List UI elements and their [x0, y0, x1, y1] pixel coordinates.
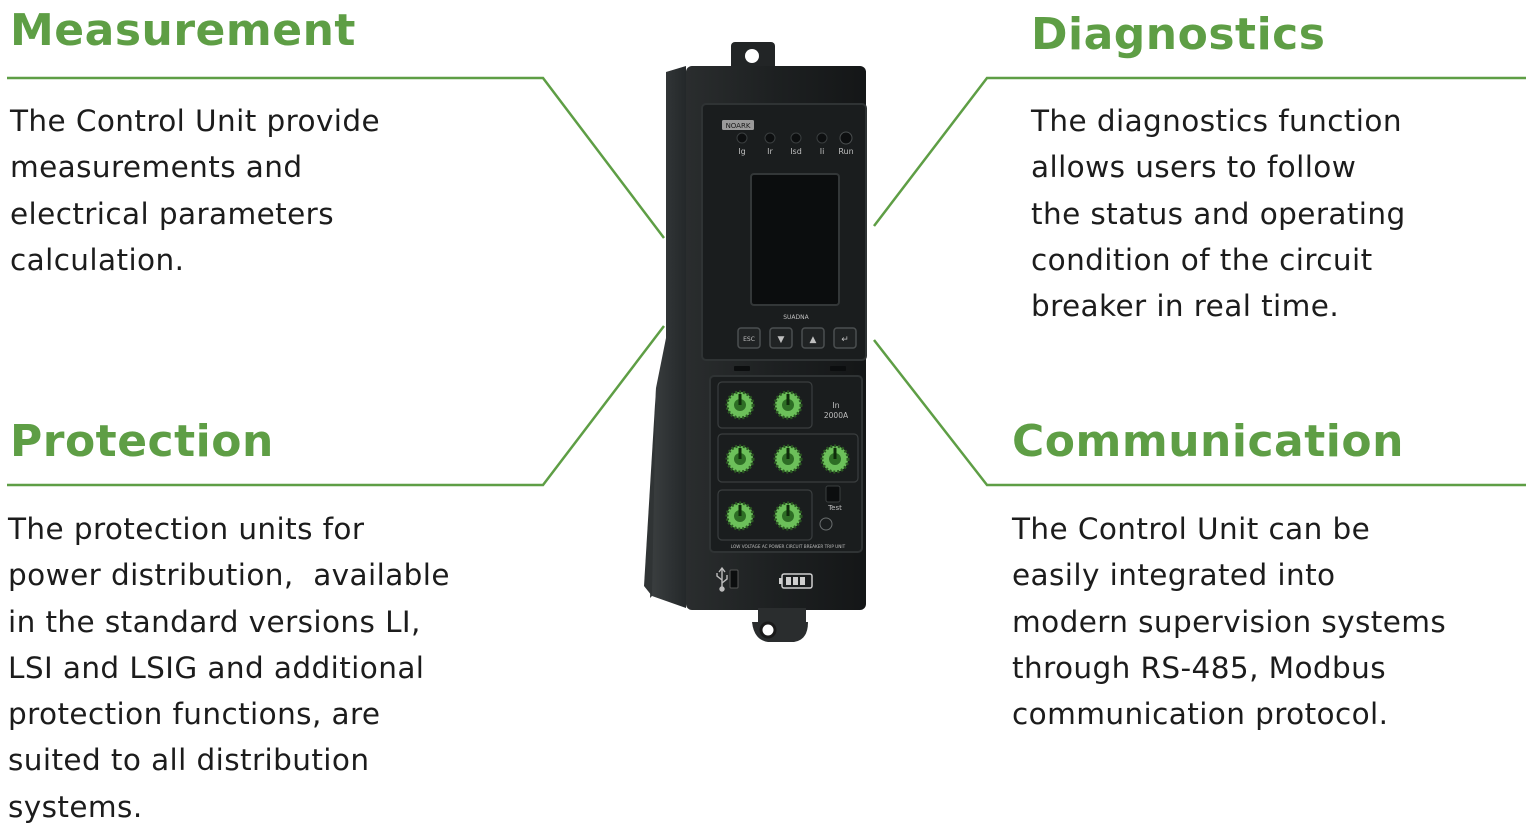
- led-run: [839, 131, 853, 145]
- communication-connector: [873, 339, 1526, 487]
- led-label-ir: Ir: [767, 147, 773, 156]
- esc-key-label: ESC: [743, 336, 755, 343]
- usb-port[interactable]: [729, 569, 739, 589]
- diagnostics-line: allows users to follow: [1031, 150, 1357, 185]
- down-key-label: ▼: [778, 335, 785, 345]
- brand-label: NOARK: [726, 122, 751, 130]
- rotary-dials: [725, 390, 850, 531]
- esc-key[interactable]: [737, 327, 761, 349]
- diagnostics-description: The diagnostics function allows users to…: [1031, 98, 1406, 329]
- protection-line: power distribution, available: [8, 558, 450, 593]
- rotary-dial[interactable]: [773, 390, 803, 420]
- battery-icon: [779, 573, 813, 589]
- led-ii: [816, 132, 828, 144]
- protection-connector: [7, 325, 665, 487]
- led-label-ii: Ii: [820, 147, 825, 156]
- measurement-line: calculation.: [10, 242, 185, 277]
- diagnostics-line: breaker in real time.: [1031, 289, 1340, 324]
- diagnostics-title: Diagnostics: [1031, 9, 1326, 60]
- rotary-dial[interactable]: [820, 444, 850, 474]
- keypad: ESC ▼ ▲ ↵: [737, 327, 857, 349]
- communication-title: Communication: [1012, 416, 1404, 467]
- rating-value: 2000A: [824, 411, 849, 420]
- measurement-description: The Control Unit provide measurements an…: [10, 98, 380, 283]
- bottom-mounting-clip: [752, 608, 808, 642]
- measurement-line: The Control Unit provide: [10, 104, 381, 138]
- led-isd: [790, 132, 802, 144]
- led-ir: [764, 132, 776, 144]
- protection-description: The protection units for power distribut…: [8, 506, 450, 830]
- diagnostics-connector: [873, 76, 1526, 227]
- communication-line: modern supervision systems: [1012, 604, 1447, 639]
- led-label-isd: Isd: [790, 147, 802, 156]
- led-label-ig: Ig: [738, 147, 745, 156]
- measurement-line: measurements and: [10, 150, 303, 185]
- up-key[interactable]: [801, 327, 825, 349]
- enter-key[interactable]: [833, 327, 857, 349]
- measurement-connector: [7, 76, 665, 239]
- control-unit-illustration: NOARK Ig Ir Isd Ii Run SUADNA ESC ▼ ▲ ↵: [644, 42, 867, 642]
- protection-line: in the standard versions LI,: [8, 604, 421, 639]
- communication-description: The Control Unit can be easily integrate…: [1012, 506, 1446, 737]
- protection-line: The protection units for: [8, 512, 365, 546]
- protection-line: suited to all distribution: [8, 743, 370, 778]
- communication-line: communication protocol.: [1012, 697, 1389, 732]
- status-leds: Ig Ir Isd Ii Run: [736, 131, 854, 156]
- usb-icon: [716, 566, 728, 592]
- protection-line: LSI and LSIG and additional: [8, 650, 425, 685]
- protection-line: protection functions, are: [8, 697, 381, 732]
- protection-title: Protection: [10, 416, 274, 467]
- rating-label: In: [832, 401, 839, 410]
- model-label: SUADNA: [783, 314, 809, 321]
- up-key-label: ▲: [810, 335, 817, 345]
- rotary-dial[interactable]: [773, 444, 803, 474]
- measurement-line: electrical parameters: [10, 196, 334, 231]
- communication-line: easily integrated into: [1012, 558, 1336, 593]
- communication-line: through RS-485, Modbus: [1012, 650, 1387, 685]
- lcd-screen: [750, 173, 840, 306]
- device-footer-label: LOW VOLTAGE AC POWER CIRCUIT BREAKER TRI…: [731, 544, 846, 549]
- test-port[interactable]: [825, 485, 841, 503]
- rotary-dial[interactable]: [725, 390, 755, 420]
- test-label: Test: [827, 504, 842, 512]
- communication-line: The Control Unit can be: [1012, 512, 1371, 546]
- device-side-panel: [650, 66, 686, 608]
- led-ig: [736, 132, 748, 144]
- down-key[interactable]: [769, 327, 793, 349]
- diagnostics-line: condition of the circuit: [1031, 242, 1373, 277]
- led-label-run: Run: [838, 147, 853, 156]
- rotary-dial[interactable]: [773, 501, 803, 531]
- enter-key-label: ↵: [841, 335, 849, 345]
- rotary-dial[interactable]: [725, 501, 755, 531]
- diagnostics-line: the status and operating: [1031, 196, 1406, 231]
- rotary-dial[interactable]: [725, 444, 755, 474]
- measurement-title: Measurement: [10, 5, 356, 56]
- protection-line: systems.: [8, 789, 143, 824]
- diagnostics-line: The diagnostics function: [1031, 104, 1402, 138]
